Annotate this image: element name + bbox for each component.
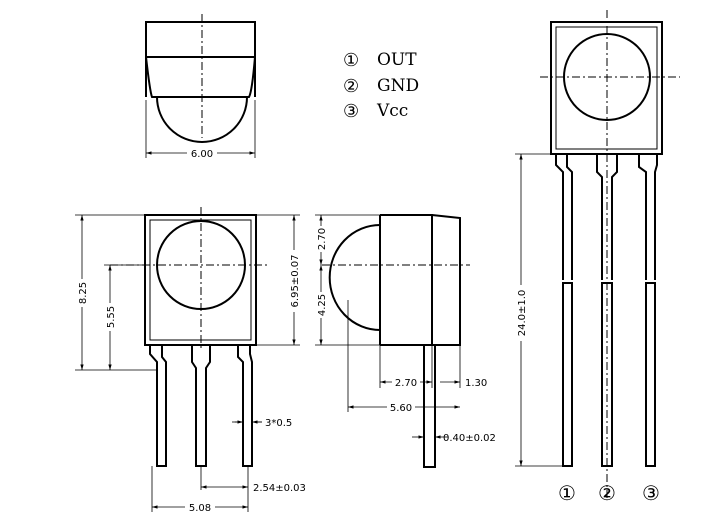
dim-lead-width: 3*0.5	[265, 418, 292, 429]
dim-side-upper: 2.70	[317, 228, 328, 250]
pin-label-2: ②	[598, 481, 616, 505]
rear-view: 24.0±1.0 ① ② ③	[515, 10, 680, 505]
pin-legend-3-symbol: ③	[343, 101, 359, 122]
top-view: 6.00	[145, 14, 256, 160]
pin-legend: ① OUT ② GND ③ Vcc	[343, 50, 419, 122]
pin-label-1: ①	[558, 481, 576, 505]
pin-label-3: ③	[642, 481, 660, 505]
dim-front-center-height: 5.55	[106, 306, 117, 328]
pin-legend-1-label: OUT	[377, 50, 417, 70]
pin-legend-2-symbol: ②	[343, 76, 359, 97]
dim-side-depth: 5.60	[390, 403, 412, 414]
dim-total-length: 24.0±1.0	[517, 290, 528, 337]
dim-front-height: 8.25	[78, 282, 89, 304]
pin-legend-1-symbol: ①	[343, 50, 359, 71]
dim-lead-pitch: 2.54±0.03	[253, 483, 306, 494]
dim-side-tab: 1.30	[465, 378, 487, 389]
pin-legend-3-label: Vcc	[376, 101, 408, 121]
dim-side-lower: 4.25	[317, 294, 328, 316]
dim-lead-span: 5.08	[189, 503, 211, 514]
dim-lead-thickness: 0.40±0.02	[443, 433, 496, 444]
dim-top-width: 6.00	[191, 149, 213, 160]
front-view: 8.25 5.55 6.95±0.07 3*0.5 2.54±0.03 5.08	[75, 207, 306, 514]
side-view: 2.70 4.25 2.70 1.30 5.60 0.40±0.02	[315, 214, 496, 468]
pin-legend-2-label: GND	[377, 76, 419, 96]
dim-side-offset: 2.70	[395, 378, 417, 389]
dim-body-height: 6.95±0.07	[290, 255, 301, 308]
